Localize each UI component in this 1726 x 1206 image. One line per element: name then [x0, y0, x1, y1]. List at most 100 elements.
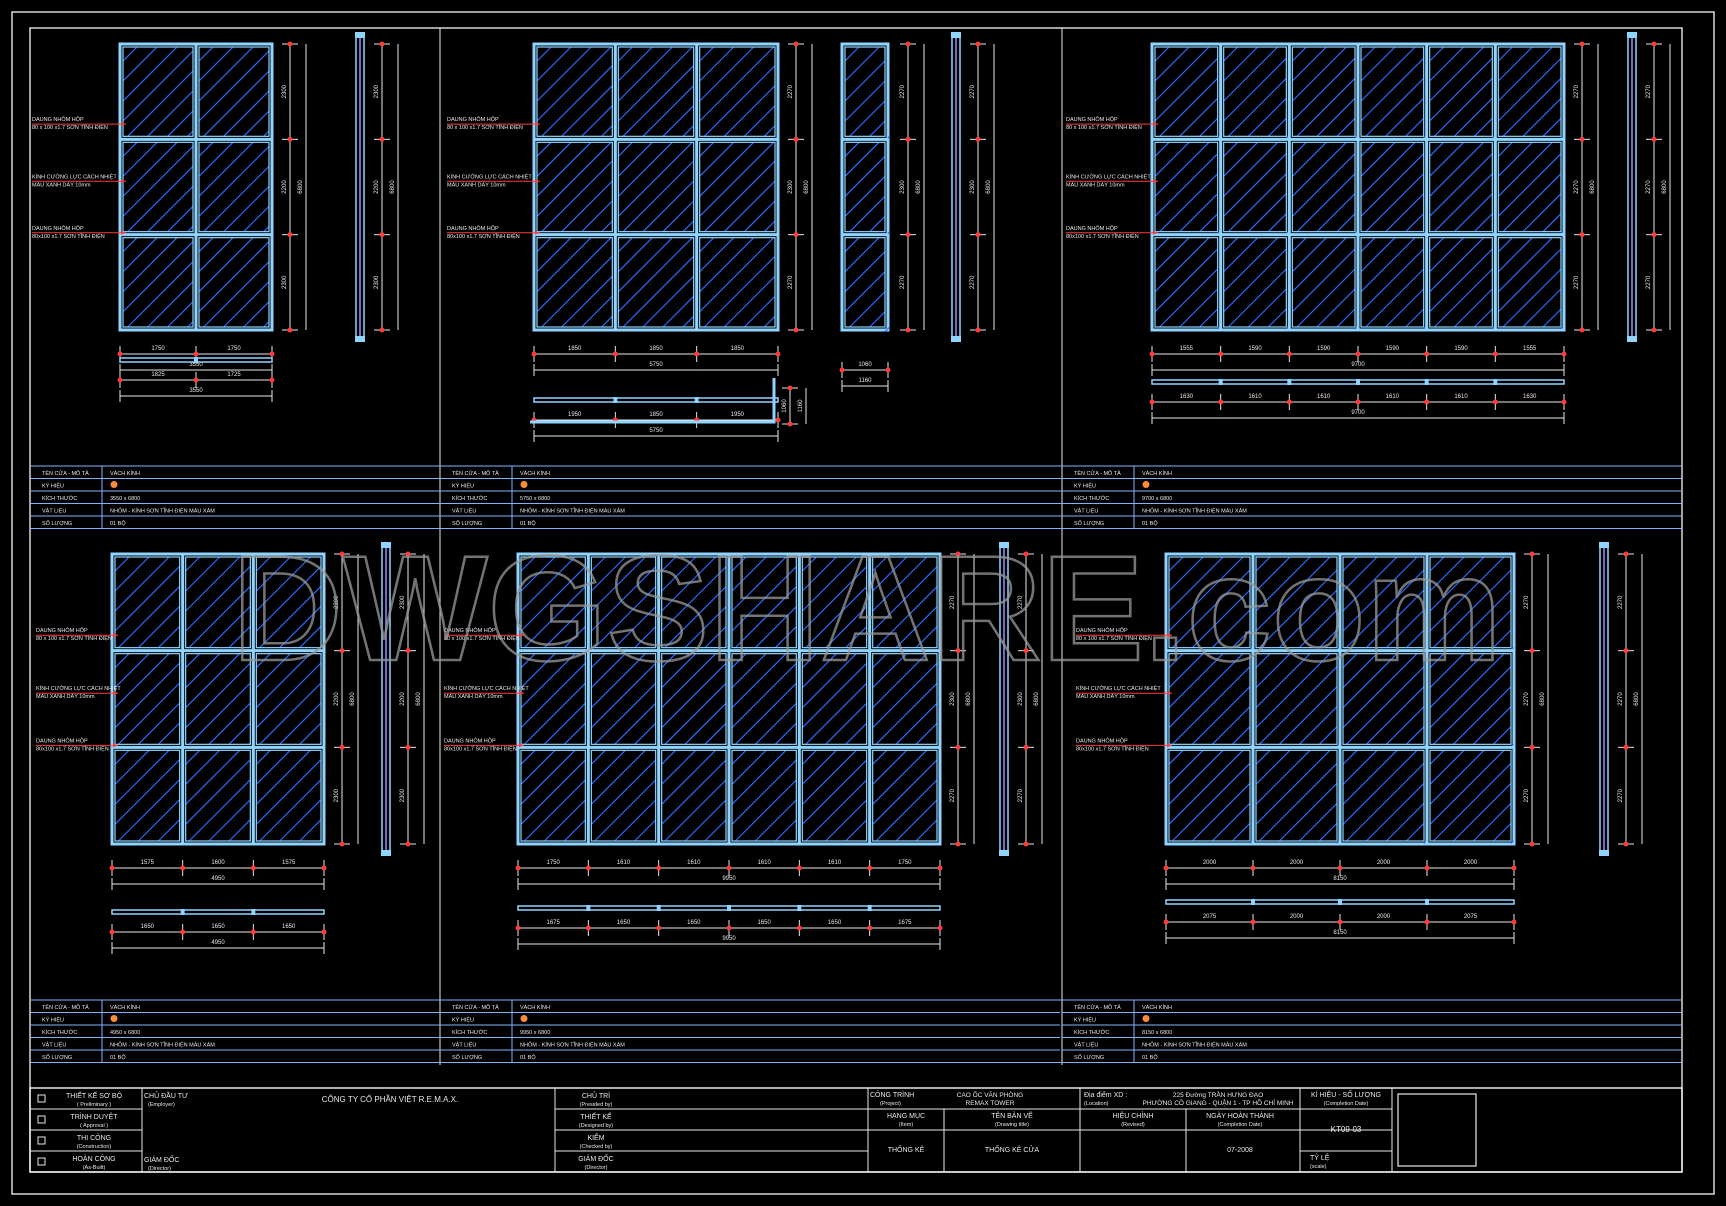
schedule-label: TÊN CỬA - MÔ TẢ — [452, 469, 499, 477]
dimension-total-text: 6800 — [986, 180, 992, 194]
glass-hatch — [279, 799, 322, 842]
glass-hatch — [614, 799, 657, 842]
glass-hatch — [122, 50, 194, 122]
glass-hatch — [1429, 237, 1465, 273]
glass-hatch — [895, 702, 938, 745]
glass-hatch — [1291, 141, 1327, 177]
glass-hatch — [157, 819, 181, 842]
glass-hatch — [114, 653, 170, 709]
glass-hatch — [1154, 237, 1210, 293]
dimension-text: 2200 — [400, 692, 406, 706]
glass-pane — [122, 141, 194, 233]
dimension-marker — [905, 41, 911, 47]
glass-hatch — [122, 241, 194, 313]
glass-hatch — [754, 702, 797, 745]
glass-hatch — [1168, 556, 1184, 572]
glass-hatch — [243, 110, 270, 137]
glass-hatch — [1365, 268, 1425, 328]
glass-hatch — [1345, 569, 1425, 649]
glass-pane — [185, 749, 251, 842]
dimension-total-text: 6800 — [804, 180, 810, 194]
glass-hatch — [255, 653, 291, 689]
glass-hatch — [1154, 153, 1219, 217]
item-label: HẠNG MỤC — [887, 1113, 925, 1120]
dimension-total-text: 9950 — [722, 876, 736, 882]
glass-hatch — [590, 556, 606, 572]
dimension-text: 2270 — [900, 275, 906, 289]
glass-hatch — [263, 321, 270, 328]
schedule-value: VÁCH KÍNH — [520, 1004, 550, 1011]
glass-hatch — [1255, 749, 1271, 765]
glass-hatch — [203, 165, 270, 233]
dimension-marker — [885, 367, 891, 373]
glass-hatch — [1522, 288, 1562, 328]
glass-hatch — [185, 556, 201, 572]
glass-hatch — [188, 682, 251, 745]
dimension-marker — [937, 865, 943, 871]
glass-hatch — [520, 556, 576, 612]
glass-hatch — [661, 566, 727, 632]
dimension-marker — [1163, 865, 1169, 871]
drawing-value: THỐNG KÊ CỬA — [985, 1144, 1040, 1154]
dimension-text: 2300 — [1018, 692, 1024, 706]
glass-hatch — [704, 819, 727, 842]
glass-hatch — [801, 653, 837, 689]
dimension-text: 1610 — [757, 860, 771, 866]
schedule-label: KÝ HIỆU — [452, 1016, 474, 1024]
glass-hatch — [723, 275, 776, 328]
glass-hatch — [601, 315, 613, 328]
glass-hatch — [699, 141, 775, 217]
dimension-marker — [1651, 232, 1657, 238]
plan-mullion — [867, 905, 872, 911]
dimension-marker — [321, 865, 327, 871]
plan-mullion — [1493, 379, 1498, 385]
glass-pane — [844, 237, 886, 328]
glass-hatch — [1296, 77, 1356, 137]
callout-title: KÍNH CƯỜNG LỰC CÁCH NHIỆT — [32, 172, 117, 180]
glass-pane — [661, 556, 727, 649]
glass-hatch — [1223, 237, 1279, 293]
glass-hatch — [601, 220, 613, 233]
dimension-marker — [109, 929, 115, 935]
glass-pane — [590, 749, 657, 842]
schedule-value: NHÔM - KÍNH SƠN TĨNH ĐIỆN MÀU XÁM — [520, 1041, 625, 1049]
dimension-text: 2000 — [1464, 860, 1478, 866]
dimension-text: 2000 — [1203, 860, 1217, 866]
location-value: 225 Đường TRẦN HƯNG ĐẠO — [1173, 1089, 1263, 1099]
glass-pane — [1360, 237, 1425, 328]
glass-hatch — [1510, 840, 1514, 844]
glass-hatch — [1433, 77, 1493, 137]
title-block: THIẾT KẾ SƠ BỘ( Preliminary )TRÌNH DUYỆT… — [29, 1087, 1683, 1173]
dimension-marker — [793, 232, 799, 238]
callout-subtitle: 80 x 100 x1.7 SƠN TĨNH ĐIỆN — [1076, 634, 1152, 642]
schedule-label: KÝ HIỆU — [42, 1016, 64, 1024]
dimension-text: 2200 — [334, 692, 340, 706]
glass-hatch — [594, 682, 657, 745]
glass-hatch — [801, 556, 837, 592]
glass-hatch — [1296, 173, 1356, 233]
dimension-marker — [975, 41, 981, 47]
stage-label: THI CÔNG — [77, 1133, 111, 1142]
dimension-text: 1555 — [1180, 346, 1194, 352]
side-section-cap — [999, 850, 1009, 856]
glass-hatch — [872, 653, 888, 669]
glass-hatch — [188, 779, 251, 842]
glass-hatch — [1223, 46, 1239, 62]
schedule-label: VẬT LIỆU — [42, 507, 66, 515]
glass-hatch — [1154, 141, 1190, 177]
glass-pane — [114, 749, 181, 842]
plan-mullion — [1424, 379, 1429, 385]
callout-subtitle: 80 x 100 x1.7 SƠN TĨNH ĐIỆN — [444, 634, 520, 642]
glass-hatch — [122, 46, 138, 62]
glass-hatch — [1258, 569, 1338, 649]
dimension-text: 2075 — [1464, 914, 1478, 920]
schedule-value: VÁCH KÍNH — [110, 1004, 140, 1011]
glass-hatch — [801, 556, 857, 612]
glass-pane — [844, 46, 886, 137]
schedule-value: NHÔM - KÍNH SƠN TĨNH ĐIỆN MÀU XÁM — [110, 1041, 215, 1049]
glass-hatch — [114, 749, 150, 785]
glass-hatch — [1291, 141, 1347, 197]
dimension-marker — [405, 648, 411, 654]
glass-pane — [536, 237, 613, 328]
stage-label: THIẾT KẾ SƠ BỘ — [66, 1090, 123, 1100]
